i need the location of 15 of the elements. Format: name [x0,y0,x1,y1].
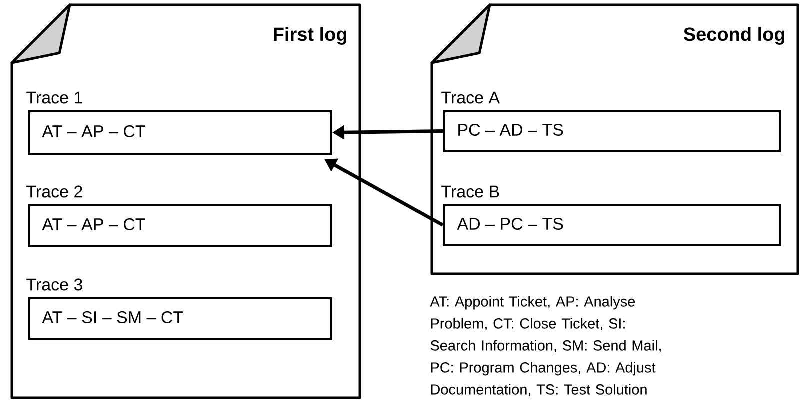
abbreviation-note: AT: Appoint Ticket, AP: Analyse Problem, CT: Close Ticket, SI: Search Information, SM: Send Mail, PC: Program Changes, AD: Adjust Documentation, TS: Test Solution [430,296,661,397]
trace-box: PC – AD – TS [443,110,782,152]
log-title: Second log [684,27,785,45]
trace-label: Trace 2 [26,186,82,198]
trace-box: AT – SI – SM – CT [28,296,332,340]
trace-label: Trace B [442,186,500,198]
trace-label: Trace A [442,92,500,104]
log-title: First log [274,27,347,45]
trace-box: AD – PC – TS [443,204,782,246]
trace-label: Trace 3 [26,278,82,291]
trace-box: AT – AP – CT [28,204,332,248]
trace-label: Trace 1 [26,92,82,104]
document-shape [430,4,800,276]
document-shape [10,4,362,400]
trace-box: AT – AP – CT [28,110,332,156]
